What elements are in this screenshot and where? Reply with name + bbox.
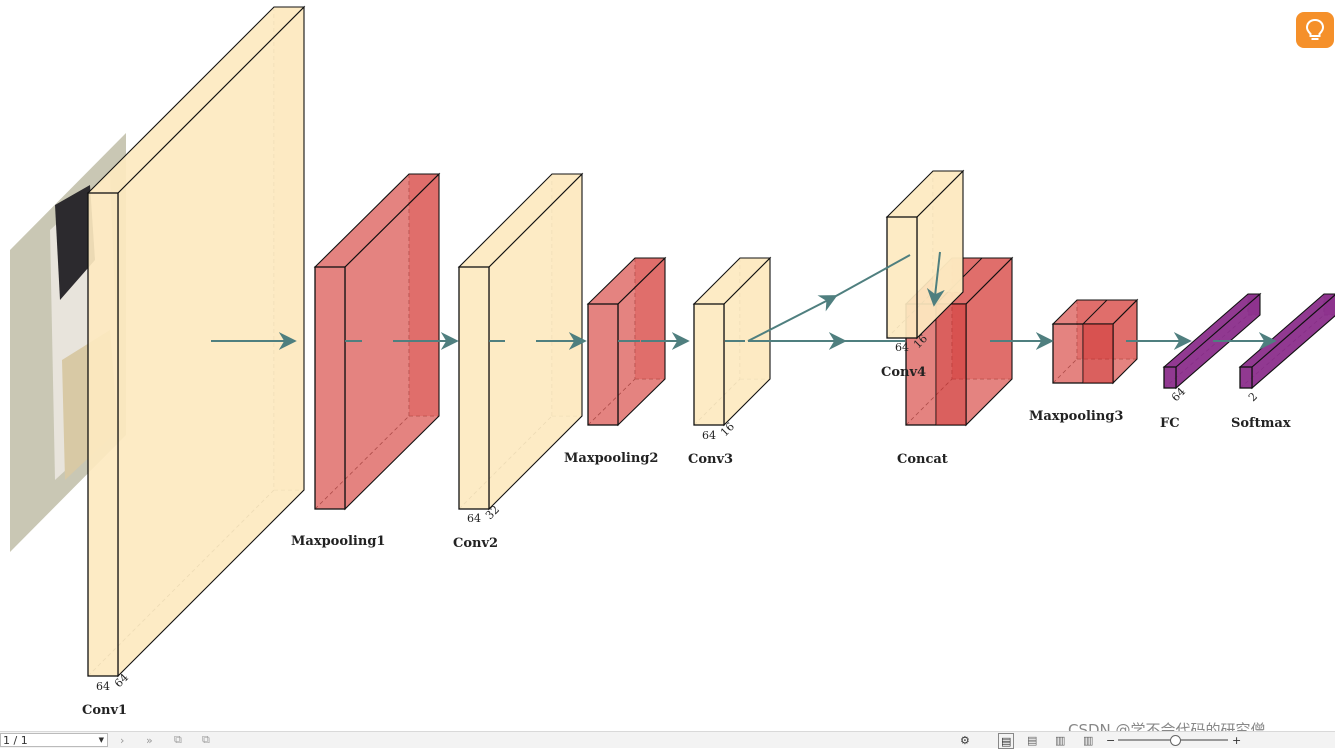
double-chevron-right-icon[interactable]: » [146,733,153,747]
conv1-dim-0: 64 [96,680,110,693]
conv4-front-face [886,216,918,339]
softmax-label: Softmax [1231,416,1291,431]
maxpooling3-label: Maxpooling3 [1029,409,1123,424]
fc-front-face [1163,366,1177,389]
zoom-slider[interactable] [1118,733,1228,747]
conv1-label: Conv1 [82,703,127,718]
layer-maxpooling3 [1051,298,1139,385]
chevron-down-icon: ▼ [98,736,104,744]
maxpooling1-label: Maxpooling1 [291,534,385,549]
copy-icon[interactable]: ⧉ [174,733,182,746]
conv4-label: Conv4 [881,365,926,380]
zoom-slider-thumb[interactable] [1170,735,1181,746]
conv2-dim-0: 64 [467,512,481,525]
conv4-dim-0: 64 [895,341,909,354]
conv3-label: Conv3 [688,452,733,467]
continuous-page-icon[interactable]: ▤ [1027,733,1038,747]
conv2-label: Conv2 [453,536,498,551]
maxpooling2-front-face [587,303,619,426]
arrow-10 [747,295,838,342]
fc-label: FC [1160,416,1180,431]
two-page-icon[interactable]: ▥ [1055,733,1066,747]
maxpooling1-front-face [314,266,346,510]
lightbulb-icon [1305,18,1325,40]
conv3-dim-0: 64 [702,429,716,442]
layer-maxpooling1 [313,172,441,511]
softmax-front-face [1239,366,1253,389]
zoom-out-icon[interactable]: − [1106,733,1116,747]
conv2-front-face [458,266,490,510]
chevron-right-icon[interactable]: › [120,733,125,747]
book-view-icon[interactable]: ▥ [1083,733,1094,747]
page-select[interactable]: 1 / 1 ▼ [0,733,108,747]
conv1-front-face [87,192,119,677]
softmax-dim-0: 2 [1246,390,1260,404]
arrow-12 [926,251,945,307]
layer-conv1 [86,5,306,678]
viewer-toolbar: 1 / 1 ▼ › » ⧉ ⧉ ⚙ ▤ ▤ ▥ ▥ − + [0,731,1335,749]
layer-conv3 [692,256,772,427]
page-indicator: 1 / 1 [3,733,28,747]
zoom-in-icon[interactable]: + [1232,733,1242,747]
concat-label: Concat [897,452,948,467]
maxpooling2-label: Maxpooling2 [564,451,658,466]
layer-conv2 [457,172,584,511]
settings-icon[interactable]: ⚙ [960,733,970,747]
arrow-11 [835,254,911,297]
hint-button[interactable] [1296,12,1334,48]
conv3-front-face [693,303,725,426]
paste-icon[interactable]: ⧉ [202,733,210,746]
